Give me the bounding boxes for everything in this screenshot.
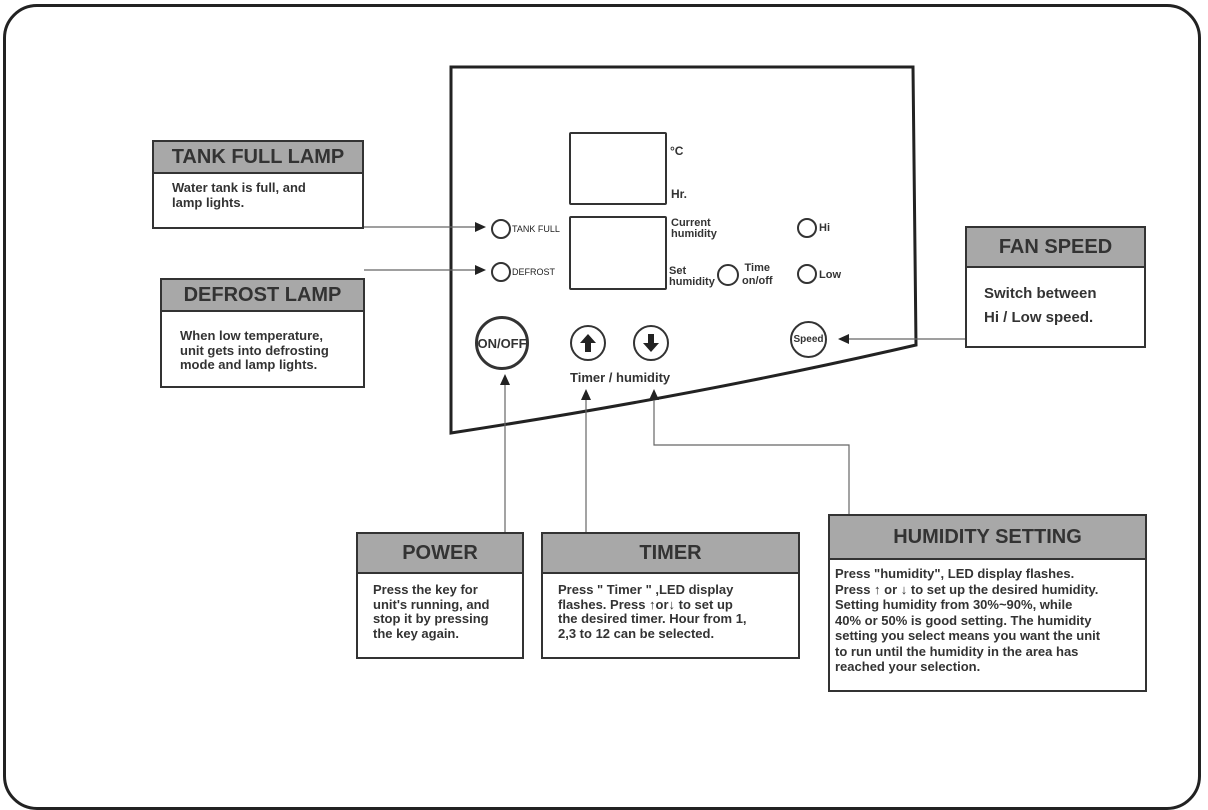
low-speed-label: Low — [819, 269, 841, 281]
callout-line: Setting humidity from 30%~90%, while — [835, 597, 1073, 612]
timer-temperature-display — [569, 132, 667, 205]
defrost-lamp — [491, 262, 511, 282]
time-onoff-line: on/off — [742, 275, 773, 287]
low-speed-lamp — [797, 264, 817, 284]
callout-line: lamp lights. — [172, 194, 245, 210]
power-callout: POWER Press the key for unit's running, … — [356, 532, 524, 659]
callout-line: to run until the humidity in the area ha… — [835, 643, 1079, 659]
tank-full-arrowhead — [475, 222, 486, 232]
callout-line: Hi / Low speed. — [984, 309, 1094, 326]
callout-title: TANK FULL LAMP — [154, 142, 362, 174]
callout-line: 2,3 to 12 can be selected. — [558, 625, 715, 641]
callout-title: FAN SPEED — [967, 228, 1144, 268]
down-arrow-icon — [643, 334, 659, 352]
timer-humidity-caption: Timer / humidity — [570, 370, 671, 385]
callout-line: unit gets into defrosting — [180, 342, 329, 358]
down-button[interactable] — [633, 325, 669, 361]
up-button[interactable] — [570, 325, 606, 361]
callout-line: unit's running, and — [373, 596, 490, 612]
callout-line: 40% or 50% is good setting. The humidity — [835, 612, 1092, 628]
callout-line: Press ↑ or ↓ to set up the desired humid… — [835, 581, 1099, 597]
callout-title: HUMIDITY SETTING — [830, 516, 1145, 560]
tank-full-lamp-label: TANK FULL — [512, 224, 560, 234]
callout-line: the desired timer. Hour from 1, — [558, 611, 747, 626]
unit-hour-label: Hr. — [671, 187, 688, 201]
humidity-display — [569, 216, 667, 290]
timer-callout: TIMER Press " Timer " ,LED display flash… — [541, 532, 800, 659]
callout-line: Press the key for — [373, 582, 478, 597]
current-humidity-line: humidity — [671, 228, 717, 240]
control-panel-outline — [449, 65, 918, 435]
callout-line: Water tank is full, and — [172, 180, 306, 195]
unit-celsius-label: °C — [670, 144, 684, 158]
tank-full-callout: TANK FULL LAMP Water tank is full, and l… — [152, 140, 364, 229]
callout-line: the key again. — [373, 625, 459, 641]
current-humidity-line: Current — [671, 217, 711, 229]
tank-full-lamp — [491, 219, 511, 239]
callout-line: reached your selection. — [835, 659, 981, 674]
set-humidity-line: humidity — [669, 276, 715, 288]
fan-speed-callout: FAN SPEED Switch between Hi / Low speed. — [965, 226, 1146, 348]
up-arrow-icon — [580, 334, 596, 352]
humidity-arrowhead — [649, 389, 659, 400]
callout-line: When low temperature, — [180, 328, 324, 343]
humidity-connector — [653, 399, 850, 514]
hi-speed-lamp — [797, 218, 817, 238]
set-humidity-line: Set — [669, 265, 687, 277]
defrost-lamp-label: DEFROST — [512, 267, 556, 277]
callout-title: DEFROST LAMP — [162, 280, 363, 312]
callout-title: POWER — [358, 534, 522, 574]
defrost-arrowhead — [475, 265, 486, 275]
callout-line: flashes. Press ↑or↓ to set up — [558, 596, 733, 612]
time-onoff-label: Time on/off — [742, 262, 773, 288]
callout-title: TIMER — [543, 534, 798, 574]
set-humidity-label: Set humidity — [669, 266, 715, 288]
speed-button-label: Speed — [793, 334, 824, 345]
callout-line: setting you select means you want the un… — [835, 628, 1101, 643]
time-onoff-lamp — [717, 264, 739, 286]
callout-line: Press " Timer " ,LED display — [558, 582, 734, 597]
time-onoff-line: Time — [744, 262, 771, 274]
callout-line: mode and lamp lights. — [180, 357, 318, 372]
callout-line: Switch between — [984, 285, 1097, 302]
hi-speed-label: Hi — [819, 222, 830, 234]
callout-line: stop it by pressing — [373, 611, 489, 626]
timer-arrowhead — [581, 389, 591, 400]
callout-line: Press "humidity", LED display flashes. — [835, 566, 1075, 581]
current-humidity-label: Current humidity — [671, 218, 717, 240]
fan-speed-arrowhead — [838, 334, 849, 344]
onoff-button[interactable]: ON/OFF — [475, 316, 529, 370]
humidity-setting-callout: HUMIDITY SETTING Press "humidity", LED d… — [828, 514, 1147, 692]
defrost-callout: DEFROST LAMP When low temperature, unit … — [160, 278, 365, 388]
power-arrowhead — [500, 374, 510, 385]
speed-button[interactable]: Speed — [790, 321, 827, 358]
onoff-button-label: ON/OFF — [477, 335, 527, 351]
